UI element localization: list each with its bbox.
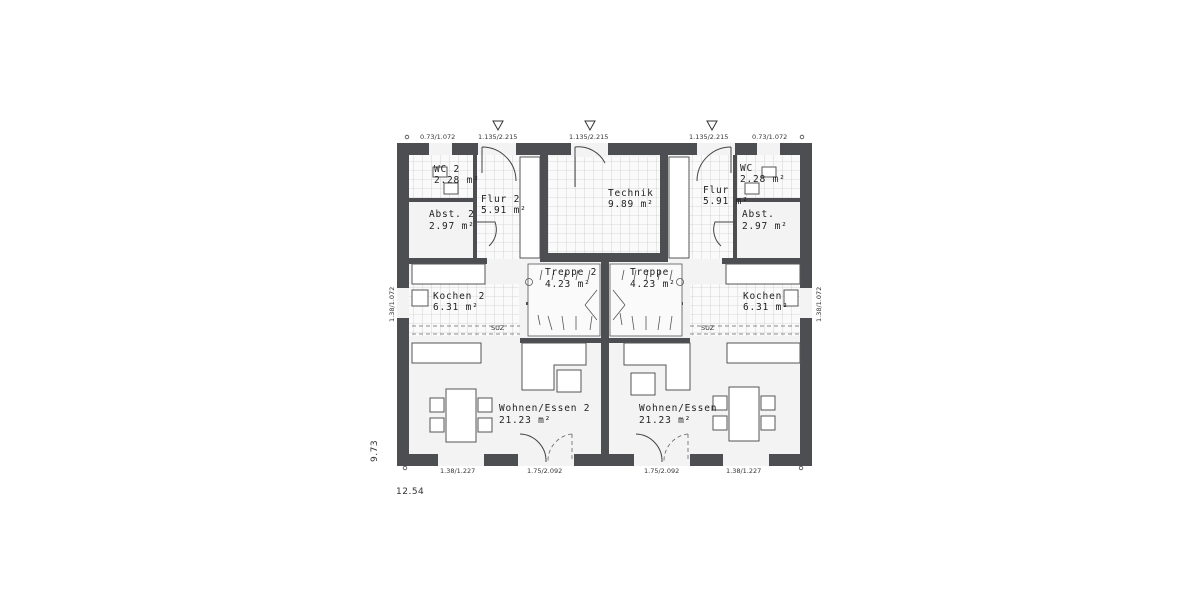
dimension-labels: 0.73/1.072 1.135/2.215 1.135/2.215 1.135… (370, 133, 823, 497)
room-area-treppe: 4.23 m² (630, 279, 676, 290)
stairs (525, 263, 684, 337)
room-name-kochen2: Kochen 2 (433, 291, 485, 302)
dimension-label: 1.38/1.227 (726, 467, 761, 475)
room-area-kochen: 6.31 m² (743, 302, 789, 313)
room-area-kochen2: 6.31 m² (433, 302, 479, 313)
room-name-abst2: Abst. 2 (429, 209, 475, 220)
left-window (397, 288, 409, 318)
room-name-flur: Flur (703, 185, 729, 196)
room-name-abst: Abst. (742, 209, 775, 220)
room-name-flur2: Flur 2 (481, 194, 520, 205)
room-area-technik: 9.89 m² (608, 199, 654, 210)
dimension-label: 1.135/2.215 (478, 133, 517, 141)
room-name-technik: Technik (608, 188, 654, 199)
room-area-flur2: 5.91 m² (481, 205, 527, 216)
right-window (800, 288, 812, 318)
dimension-label: 1.75/2.092 (527, 467, 562, 475)
technik-floor (548, 157, 660, 253)
room-area-abst2: 2.97 m² (429, 221, 475, 232)
furniture (411, 166, 801, 443)
overall-depth: 9.73 (370, 440, 380, 462)
suz-label-left: SUZ (491, 324, 505, 332)
room-name-kochen: Kochen (743, 291, 782, 302)
flur2-floor (477, 155, 520, 259)
dimension-label: 1.75/2.092 (644, 467, 679, 475)
room-area-treppe2: 4.23 m² (545, 279, 591, 290)
room-name-treppe: Treppe (630, 267, 669, 278)
dimension-label: 1.135/2.215 (569, 133, 608, 141)
overall-width: 12.54 (396, 487, 424, 497)
inner-walls (409, 155, 800, 454)
room-name-wohnen2: Wohnen/Essen 2 (499, 403, 590, 414)
room-name-wc: WC (740, 163, 753, 174)
room-area-abst: 2.97 m² (742, 221, 788, 232)
dimension-label: 1.135/2.215 (689, 133, 728, 141)
entrance-icons (492, 120, 718, 132)
bottom-openings (438, 433, 769, 466)
dimension-label: 1.38/1.227 (440, 467, 475, 475)
room-area-wohnen2: 21.23 m² (499, 415, 551, 426)
room-labels: WC 2 2.28 m² Flur 2 5.91 m² Abst. 2 2.97… (429, 163, 789, 426)
room-name-wohnen: Wohnen/Essen (639, 403, 717, 414)
kochen-floor (690, 284, 800, 336)
room-name-wc2: WC 2 (434, 164, 460, 175)
dimension-label: 1.38/1.072 (815, 287, 823, 322)
top-openings (429, 143, 780, 247)
dimension-label: 0.73/1.072 (752, 133, 787, 141)
suz-label-right: SUZ (701, 324, 715, 332)
room-area-flur: 5.91 m² (703, 196, 749, 207)
room-area-wc2: 2.28 m² (434, 175, 480, 186)
dimension-label: 1.38/1.072 (388, 287, 396, 322)
room-area-wc: 2.28 m² (740, 174, 786, 185)
flur-floor (688, 155, 733, 259)
room-name-treppe2: Treppe 2 (545, 267, 597, 278)
dimension-label: 0.73/1.072 (420, 133, 455, 141)
room-area-wohnen: 21.23 m² (639, 415, 691, 426)
